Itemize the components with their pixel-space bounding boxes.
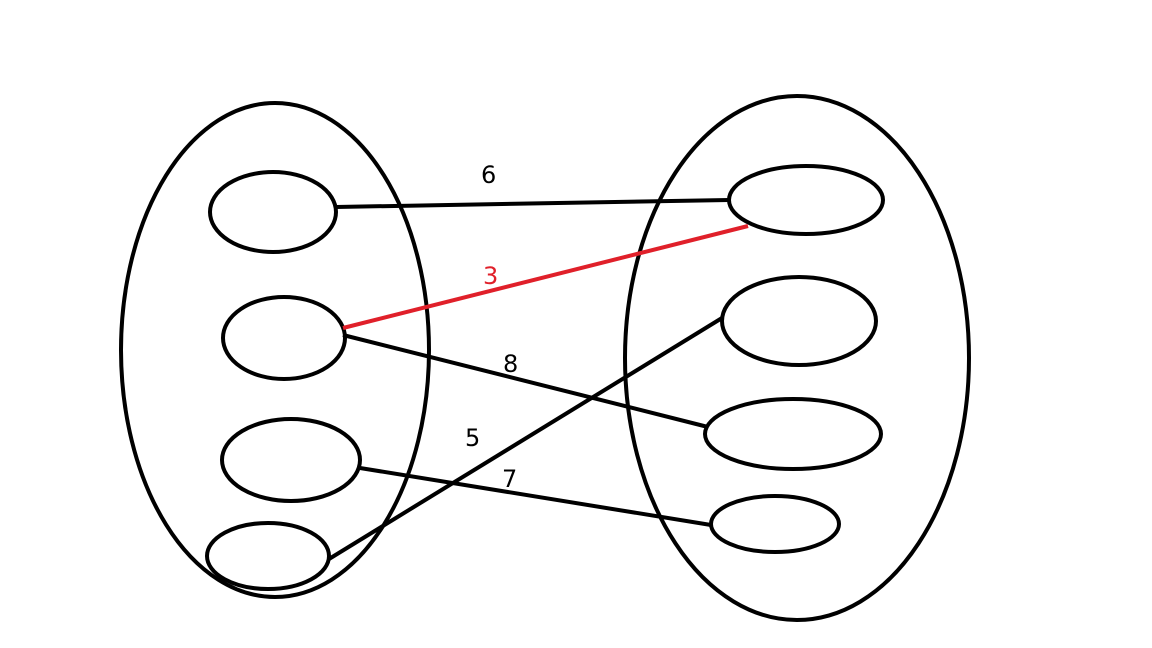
edge-L3-R4 xyxy=(359,466,712,527)
edge-weight-label: 8 xyxy=(503,350,518,378)
node-R3 xyxy=(703,397,883,471)
edge-L2-R3 xyxy=(342,333,709,429)
node-L3 xyxy=(220,417,362,503)
right-set-ellipse xyxy=(623,94,971,622)
node-L4 xyxy=(205,521,331,591)
node-R2 xyxy=(720,275,878,367)
node-L1 xyxy=(208,170,338,254)
left-set-ellipse xyxy=(119,101,431,599)
edge-weight-label: 7 xyxy=(502,465,517,493)
node-R4 xyxy=(709,494,841,554)
edge-weight-label: 5 xyxy=(465,424,480,452)
edge-weight-label: 6 xyxy=(481,161,496,189)
node-L2 xyxy=(221,295,347,381)
edge-weight-label: 3 xyxy=(483,262,498,290)
edge-L1-R1 xyxy=(335,198,730,209)
edge-L4-R2 xyxy=(327,316,724,561)
edge-L2-R1 xyxy=(342,224,749,330)
node-R1 xyxy=(727,164,885,236)
